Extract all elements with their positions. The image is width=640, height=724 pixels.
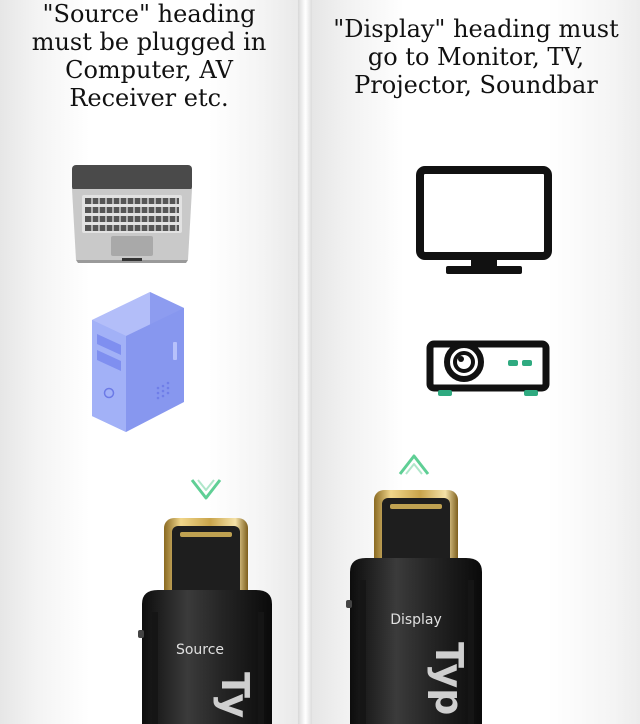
monitor-icon	[416, 166, 552, 274]
display-panel: "Display" heading must go to Monitor, TV…	[312, 0, 640, 724]
connector-type-text: Typ	[427, 642, 471, 715]
connector-type-text: Ty	[213, 672, 257, 718]
chevron-up-icon	[398, 454, 430, 475]
connector-label-display: Display	[390, 612, 442, 628]
chevron-down-icon	[190, 479, 222, 500]
display-heading-line: Projector, Soundbar	[354, 71, 598, 99]
projector-icon	[426, 340, 550, 396]
source-heading-line: "Source" heading	[42, 0, 256, 28]
display-heading-line: "Display" heading must	[333, 15, 619, 43]
connector-label-source: Source	[176, 642, 224, 658]
laptop-icon	[72, 165, 192, 263]
desktop-tower-icon	[92, 292, 184, 432]
source-heading: "Source" heading must be plugged in Comp…	[0, 0, 298, 112]
display-heading-line: go to Monitor, TV,	[367, 43, 585, 71]
source-heading-line: Receiver etc.	[69, 84, 229, 112]
source-heading-line: must be plugged in	[31, 28, 267, 56]
panel-divider	[298, 0, 312, 724]
source-panel: "Source" heading must be plugged in Comp…	[0, 0, 298, 724]
display-connector: Display Typ	[346, 490, 482, 724]
source-connector: Source Ty	[138, 518, 272, 724]
display-heading: "Display" heading must go to Monitor, TV…	[312, 15, 640, 99]
source-heading-line: Computer, AV	[65, 56, 233, 84]
